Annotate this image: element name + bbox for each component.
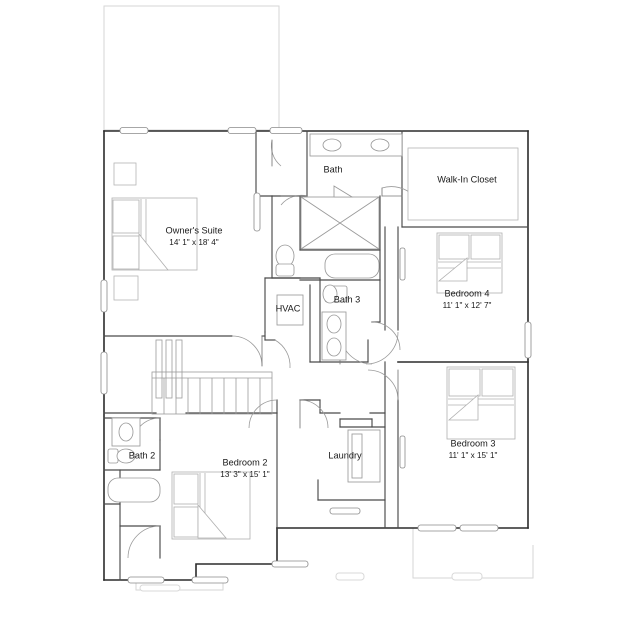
- window-top-1: [119, 127, 149, 134]
- label-owners-suite: Owner's Suite: [166, 225, 223, 235]
- bed-bedroom-2: [171, 471, 251, 540]
- staircase: [151, 339, 273, 415]
- vanity-bath3: [321, 311, 347, 361]
- bed-bedroom-3: [446, 366, 516, 440]
- window-owner-closet-1: [253, 192, 261, 232]
- window-bottom-3: [271, 560, 309, 568]
- label-bath: Bath: [324, 164, 343, 174]
- door-bedroom-3: [367, 369, 399, 401]
- label-bath-3: Bath 3: [334, 294, 361, 304]
- ghost-outline-lower-left: [135, 580, 224, 592]
- door-bath3: [274, 339, 291, 369]
- dim-bedroom-4: 11' 1" x 12' 7": [443, 301, 492, 310]
- closet-boxes: [113, 162, 139, 301]
- window-left-2: [100, 351, 108, 395]
- door-laundry: [299, 399, 329, 429]
- window-bedroom4: [399, 247, 406, 281]
- tub-owners-bath: [324, 253, 380, 279]
- window-bedroom3-2: [459, 524, 499, 532]
- window-bottom-2: [191, 576, 229, 584]
- label-bath-2: Bath 2: [129, 450, 156, 460]
- nightstand-owner-bottom: [113, 275, 139, 301]
- bed-bedroom-4: [436, 232, 503, 294]
- window-top-2: [227, 127, 257, 134]
- label-laundry: Laundry: [328, 450, 362, 460]
- door-hvac: [231, 335, 263, 367]
- closet-shelving: [407, 147, 519, 221]
- window-left-1: [100, 279, 108, 313]
- window-right-1: [524, 321, 532, 359]
- nightstand-owner-top: [113, 162, 137, 186]
- room-labels: Owner's Suite 14' 1" x 18' 4" Bath Walk-…: [129, 164, 498, 479]
- label-walk-in-closet: Walk-In Closet: [437, 174, 497, 184]
- door-bedroom-2: [248, 399, 278, 429]
- window-bedroom3-1: [417, 524, 457, 532]
- bed-owners-suite: [111, 197, 198, 271]
- dim-owners-suite: 14' 1" x 18' 4": [169, 238, 219, 247]
- window-bedroom3-side: [399, 435, 406, 469]
- label-bedroom-3: Bedroom 3: [451, 438, 496, 448]
- vanity-bath2: [111, 417, 141, 447]
- toilet-bath3: [322, 284, 348, 304]
- label-bedroom-2: Bedroom 2: [223, 457, 268, 467]
- toilet-bath2: [107, 448, 136, 464]
- label-hvac: HVAC: [276, 303, 301, 313]
- interior-walls: [103, 130, 529, 581]
- window-laundry: [329, 507, 361, 515]
- ghost-outline-upper: [103, 5, 280, 131]
- toilet-owners-bath: [275, 244, 295, 277]
- window-top-3: [269, 127, 303, 134]
- dim-bedroom-2: 13' 3" x 15' 1": [220, 470, 270, 479]
- dim-bedroom-3: 11' 1" x 15' 1": [449, 451, 498, 460]
- door-corridor-right: [365, 331, 399, 365]
- label-bedroom-4: Bedroom 4: [445, 288, 490, 298]
- laundry-appliances: [347, 429, 381, 483]
- hvac-unit: [276, 294, 304, 326]
- windows: [100, 127, 532, 584]
- vanity-bath: [309, 133, 403, 157]
- window-bottom-1: [127, 576, 165, 584]
- door-bedroom2-closet: [127, 525, 161, 559]
- door-bedroom-4: [371, 321, 401, 351]
- door-owners-suite: [271, 139, 282, 167]
- tub-bath2: [107, 477, 161, 503]
- ghost-outline-lower-right: [335, 528, 534, 581]
- shower: [300, 185, 380, 250]
